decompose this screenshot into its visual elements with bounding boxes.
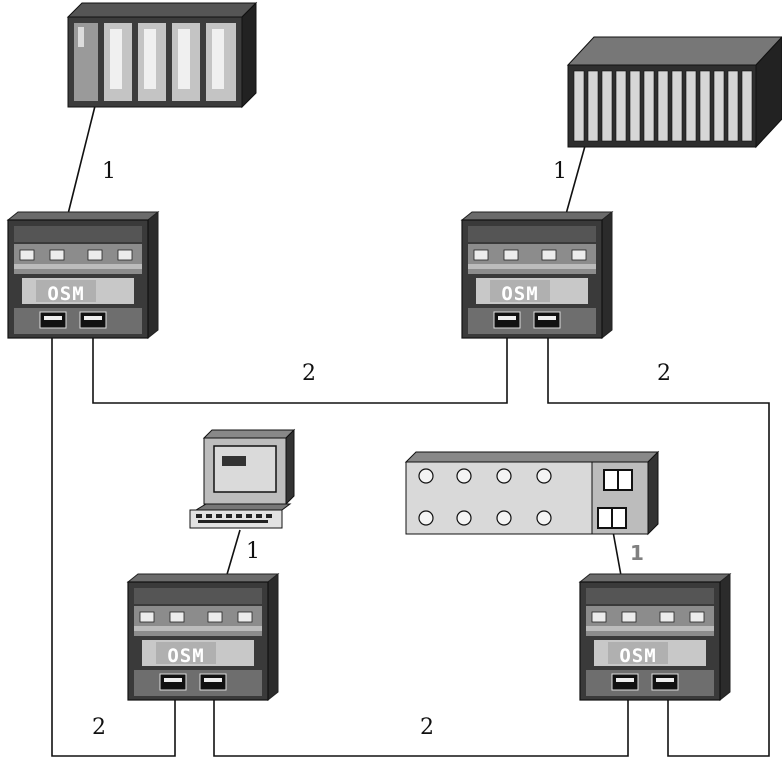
operator-panel [404,450,660,536]
label-pc-link: 1 [246,539,260,564]
plc-rack-right [566,36,782,149]
osm-switch-bottom-left: OSM [127,573,279,701]
osm-label: OSM [619,645,656,667]
label-ring-top: 2 [302,361,316,386]
label-plc-right-link: 1 [553,159,567,184]
ring-left-link [51,338,176,757]
label-panel-link: 1 [630,541,644,565]
label-plc-left-link: 1 [102,159,116,184]
label-ring-bottom-left: 2 [92,715,106,740]
connections [51,105,770,757]
label-ring-right: 2 [657,361,671,386]
osm-switch-top-right: OSM [461,211,613,339]
ring-top-link [92,334,508,404]
osm-label: OSM [47,283,84,305]
plc-left-uplink [65,105,96,223]
osm-label: OSM [501,283,538,305]
label-ring-bottom-middle: 2 [420,715,434,740]
osm-switch-bottom-right: OSM [579,573,731,701]
plc-rack-left [66,1,258,109]
ring-bottom-link [213,694,629,757]
ring-right-link [547,334,770,757]
osm-label: OSM [167,645,204,667]
osm-switch-top-left: OSM [7,211,159,339]
pc-workstation [189,428,296,529]
